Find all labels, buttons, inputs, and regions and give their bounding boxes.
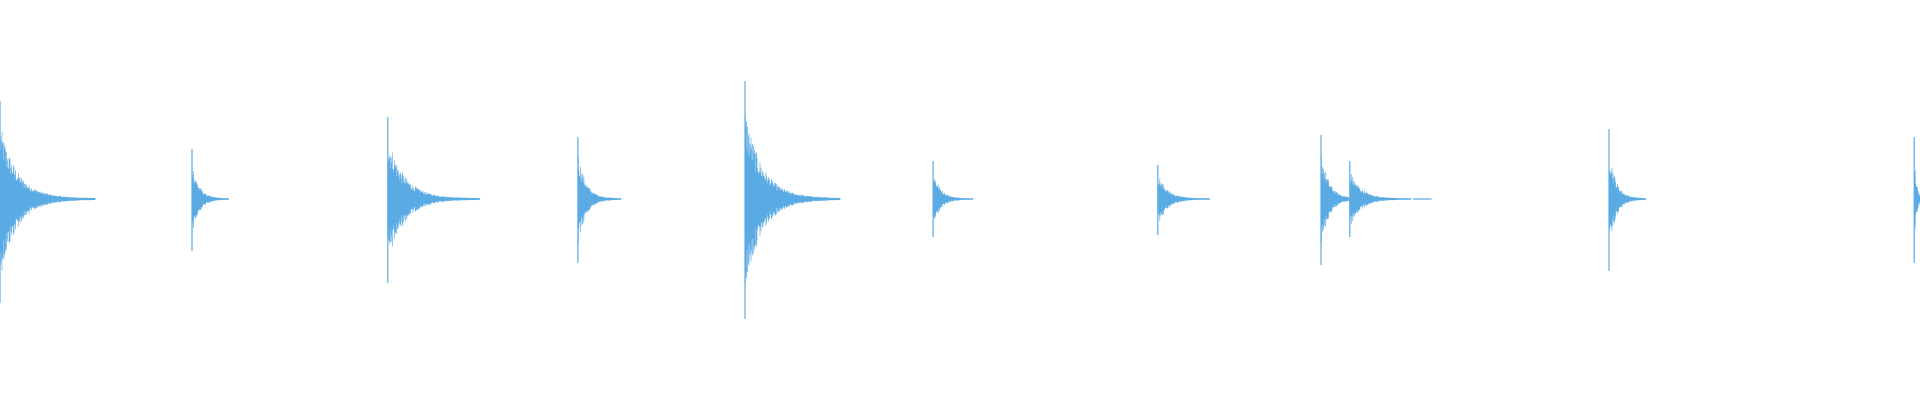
burst-decay-body — [1157, 178, 1211, 221]
waveform-burst — [1349, 161, 1412, 237]
waveform-burst — [932, 161, 974, 237]
burst-decay-body — [745, 117, 841, 283]
waveform-burst — [191, 149, 229, 251]
waveform-burst — [744, 81, 841, 319]
waveform-burst — [1608, 129, 1646, 271]
waveform-burst — [1413, 198, 1432, 200]
waveform-burst — [387, 117, 481, 283]
waveform-burst — [1157, 165, 1211, 235]
burst-decay-body — [0, 131, 96, 271]
burst-decay-body — [578, 157, 622, 243]
waveform-burst — [0, 101, 96, 303]
waveform-burst — [577, 137, 622, 263]
waveform-bursts — [0, 81, 1920, 319]
waveform-burst — [1913, 137, 1920, 263]
